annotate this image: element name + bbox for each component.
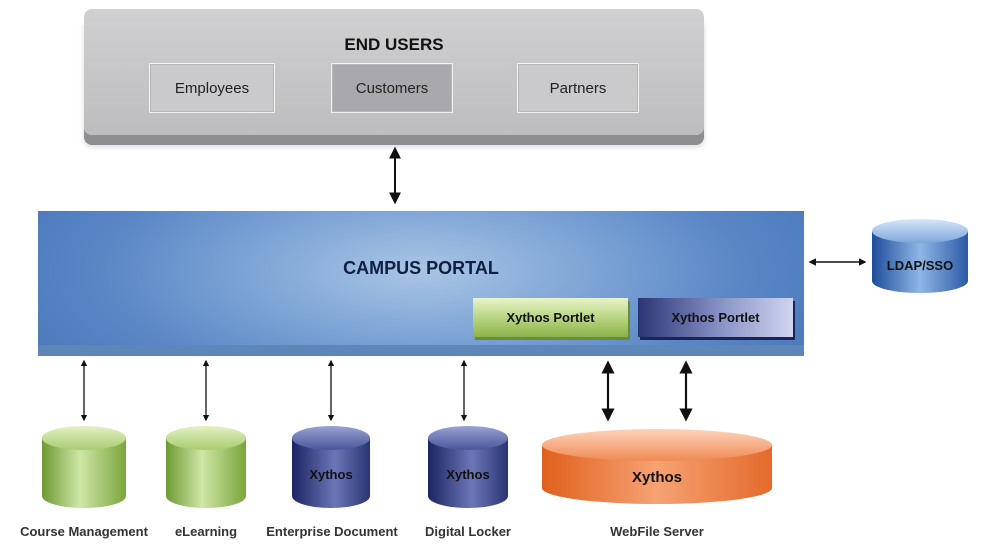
webfile-server-cylinder: [542, 429, 772, 504]
xythos-portlet-green: Xythos Portlet: [473, 298, 628, 337]
elearning-label: eLearning: [174, 524, 238, 539]
portal-title: CAMPUS PORTAL: [343, 258, 499, 278]
digital-locker-label: Digital Locker: [425, 524, 511, 539]
end-users-panel: END USERS Employees Customers Partners: [84, 9, 704, 135]
enterprise-document-cylinder: [292, 426, 370, 508]
portal-base: [38, 344, 804, 356]
webfile-server-label: WebFile Server: [610, 524, 704, 539]
end-users-title: END USERS: [344, 35, 444, 54]
webfile-xythos-text: Xythos: [631, 469, 682, 486]
partners-box: Partners: [517, 63, 639, 113]
campus-portal: CAMPUS PORTAL Xythos Portlet Xythos Port…: [38, 211, 804, 345]
digital-locker-cylinder: [428, 426, 508, 508]
course-management-cylinder: [42, 426, 126, 508]
customers-box: Customers: [331, 63, 453, 113]
ldap-cylinder: [872, 219, 968, 293]
enterprise-xythos-text: Xythos: [309, 467, 353, 482]
employees-box: Employees: [149, 63, 275, 113]
ldap-label: LDAP/SSO: [886, 258, 954, 273]
locker-xythos-text: Xythos: [446, 467, 490, 482]
xythos-portlet-blue: Xythos Portlet: [638, 298, 793, 337]
elearning-cylinder: [166, 426, 246, 508]
enterprise-document-label: Enterprise Document: [266, 524, 398, 539]
course-management-label: Course Management: [20, 524, 148, 539]
